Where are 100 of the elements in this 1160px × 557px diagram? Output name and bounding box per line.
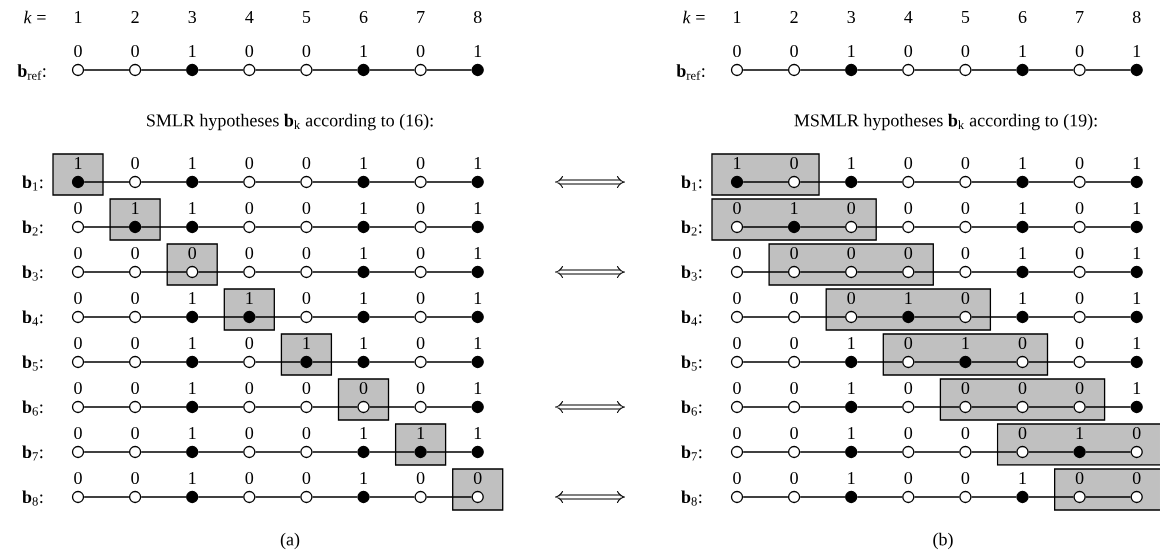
bit-node: 1 bbox=[845, 472, 858, 504]
connecting-line bbox=[970, 69, 1017, 71]
node-label: 0 bbox=[904, 156, 913, 170]
bit-node: 0 bbox=[128, 426, 142, 459]
connecting-line bbox=[1085, 316, 1132, 318]
bit-node: 0 bbox=[186, 246, 199, 279]
row-label: b$_{7}$: bbox=[22, 445, 43, 461]
bit-node: 1 bbox=[1130, 292, 1143, 324]
bit-node: 1 bbox=[357, 247, 370, 279]
node-label: 1 bbox=[360, 202, 367, 214]
bit-node: 1 bbox=[186, 472, 199, 504]
node-label: 1 bbox=[360, 427, 367, 439]
connecting-line bbox=[197, 496, 244, 498]
node-label: 0 bbox=[790, 291, 798, 305]
node-label: 0 bbox=[131, 471, 139, 485]
bit-node: 0 bbox=[300, 426, 313, 459]
connecting-line bbox=[426, 316, 473, 318]
connecting-line bbox=[1028, 406, 1075, 408]
bit-node: 0 bbox=[730, 44, 744, 77]
bit-node: 0 bbox=[787, 381, 801, 414]
bit-node: 0 bbox=[71, 336, 85, 369]
node-label: 0 bbox=[74, 44, 82, 58]
connecting-line bbox=[913, 496, 960, 498]
bit-node: 0 bbox=[300, 246, 313, 279]
bit-node: 0 bbox=[902, 426, 915, 459]
bit-node: 1 bbox=[1016, 45, 1029, 77]
bit-node: 1 bbox=[357, 292, 370, 324]
node-label: 0 bbox=[302, 156, 311, 170]
node-label: 0 bbox=[961, 381, 970, 395]
node-label: 0 bbox=[245, 336, 254, 350]
node-label: 0 bbox=[733, 471, 741, 485]
connecting-line bbox=[140, 181, 187, 183]
connecting-line bbox=[369, 226, 416, 228]
bit-node: 0 bbox=[243, 246, 256, 279]
connecting-line bbox=[913, 69, 960, 71]
bit-node: 1 bbox=[1016, 202, 1029, 234]
node-label: 1 bbox=[848, 337, 855, 349]
bit-node: 1 bbox=[414, 427, 427, 459]
bit-node: 1 bbox=[471, 337, 484, 369]
node-label: 1 bbox=[189, 382, 196, 394]
node-label: 1 bbox=[848, 472, 855, 484]
node-label: 1 bbox=[1133, 292, 1141, 304]
node-label: 1 bbox=[303, 337, 310, 349]
row-label: b$_{2}$: bbox=[22, 220, 43, 236]
node-label: 1 bbox=[474, 382, 482, 394]
connecting-line bbox=[799, 69, 846, 71]
node-label: 0 bbox=[131, 246, 139, 260]
bit-node: 1 bbox=[471, 202, 484, 234]
connecting-line bbox=[426, 226, 473, 228]
node-label: 0 bbox=[473, 471, 482, 485]
connecting-line bbox=[140, 361, 187, 363]
connecting-line bbox=[83, 406, 130, 408]
highlight-box bbox=[109, 198, 161, 241]
node-label: 0 bbox=[416, 246, 425, 260]
node-label: 0 bbox=[74, 246, 82, 260]
node-label: 1 bbox=[474, 45, 482, 57]
node-label: 1 bbox=[360, 292, 367, 304]
bit-node: 0 bbox=[128, 44, 142, 77]
bit-node: 1 bbox=[959, 337, 972, 369]
bit-node: 1 bbox=[845, 382, 858, 414]
node-label: 0 bbox=[790, 336, 798, 350]
node-label: 1 bbox=[1133, 45, 1141, 57]
bit-node: 0 bbox=[243, 471, 256, 504]
connecting-line bbox=[254, 181, 301, 183]
connecting-line bbox=[970, 181, 1017, 183]
node-label: 1 bbox=[189, 472, 196, 484]
node-label: 1 bbox=[474, 292, 482, 304]
connecting-line bbox=[254, 226, 301, 228]
bit-node: 1 bbox=[845, 337, 858, 369]
connecting-line bbox=[426, 181, 473, 183]
bit-node: 1 bbox=[845, 157, 858, 189]
connecting-line bbox=[1028, 451, 1075, 453]
bit-node: 0 bbox=[902, 471, 915, 504]
node-label: 1 bbox=[848, 157, 855, 169]
node-label: 0 bbox=[302, 426, 311, 440]
node-label: 0 bbox=[1075, 156, 1084, 170]
bit-node: 0 bbox=[787, 336, 801, 369]
node-label: 0 bbox=[733, 426, 741, 440]
node-label: 1 bbox=[189, 337, 196, 349]
node-label: 0 bbox=[790, 44, 798, 58]
bit-node: 0 bbox=[300, 201, 313, 234]
node-label: 0 bbox=[904, 471, 913, 485]
node-label: 1 bbox=[1133, 157, 1141, 169]
bit-node: 0 bbox=[1016, 426, 1029, 459]
node-label: 0 bbox=[245, 381, 254, 395]
connecting-line bbox=[254, 361, 301, 363]
bit-node: 0 bbox=[1130, 471, 1143, 504]
node-label: 0 bbox=[302, 291, 311, 305]
bit-node: 1 bbox=[471, 382, 484, 414]
bit-node: 0 bbox=[845, 291, 858, 324]
node-label: 1 bbox=[848, 427, 855, 439]
node-label: 0 bbox=[1018, 336, 1027, 350]
column-number: 8 bbox=[1132, 10, 1141, 24]
connecting-line bbox=[197, 451, 244, 453]
bit-node: 1 bbox=[1130, 45, 1143, 77]
node-label: 0 bbox=[131, 44, 139, 58]
node-label: 0 bbox=[790, 156, 798, 170]
node-label: 0 bbox=[1075, 291, 1084, 305]
bit-node: 0 bbox=[300, 44, 313, 77]
connecting-line bbox=[254, 406, 301, 408]
